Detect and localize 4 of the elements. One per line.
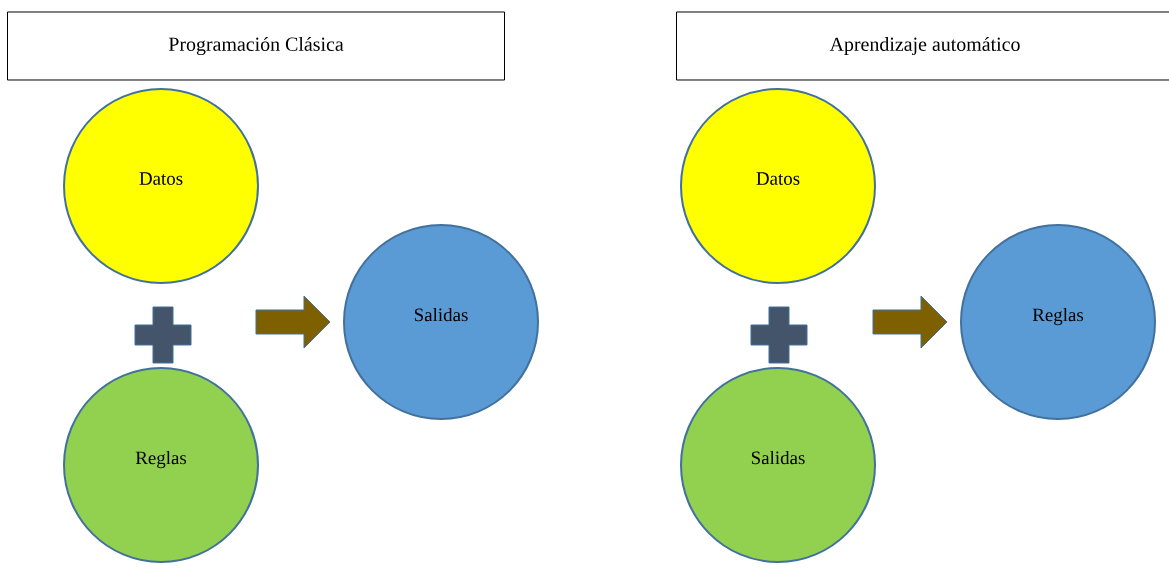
title-box: Programación Clásica (7, 11, 505, 81)
title-box: Aprendizaje automático (676, 11, 1169, 81)
block-arrow (255, 295, 331, 349)
block-arrow (872, 295, 948, 349)
